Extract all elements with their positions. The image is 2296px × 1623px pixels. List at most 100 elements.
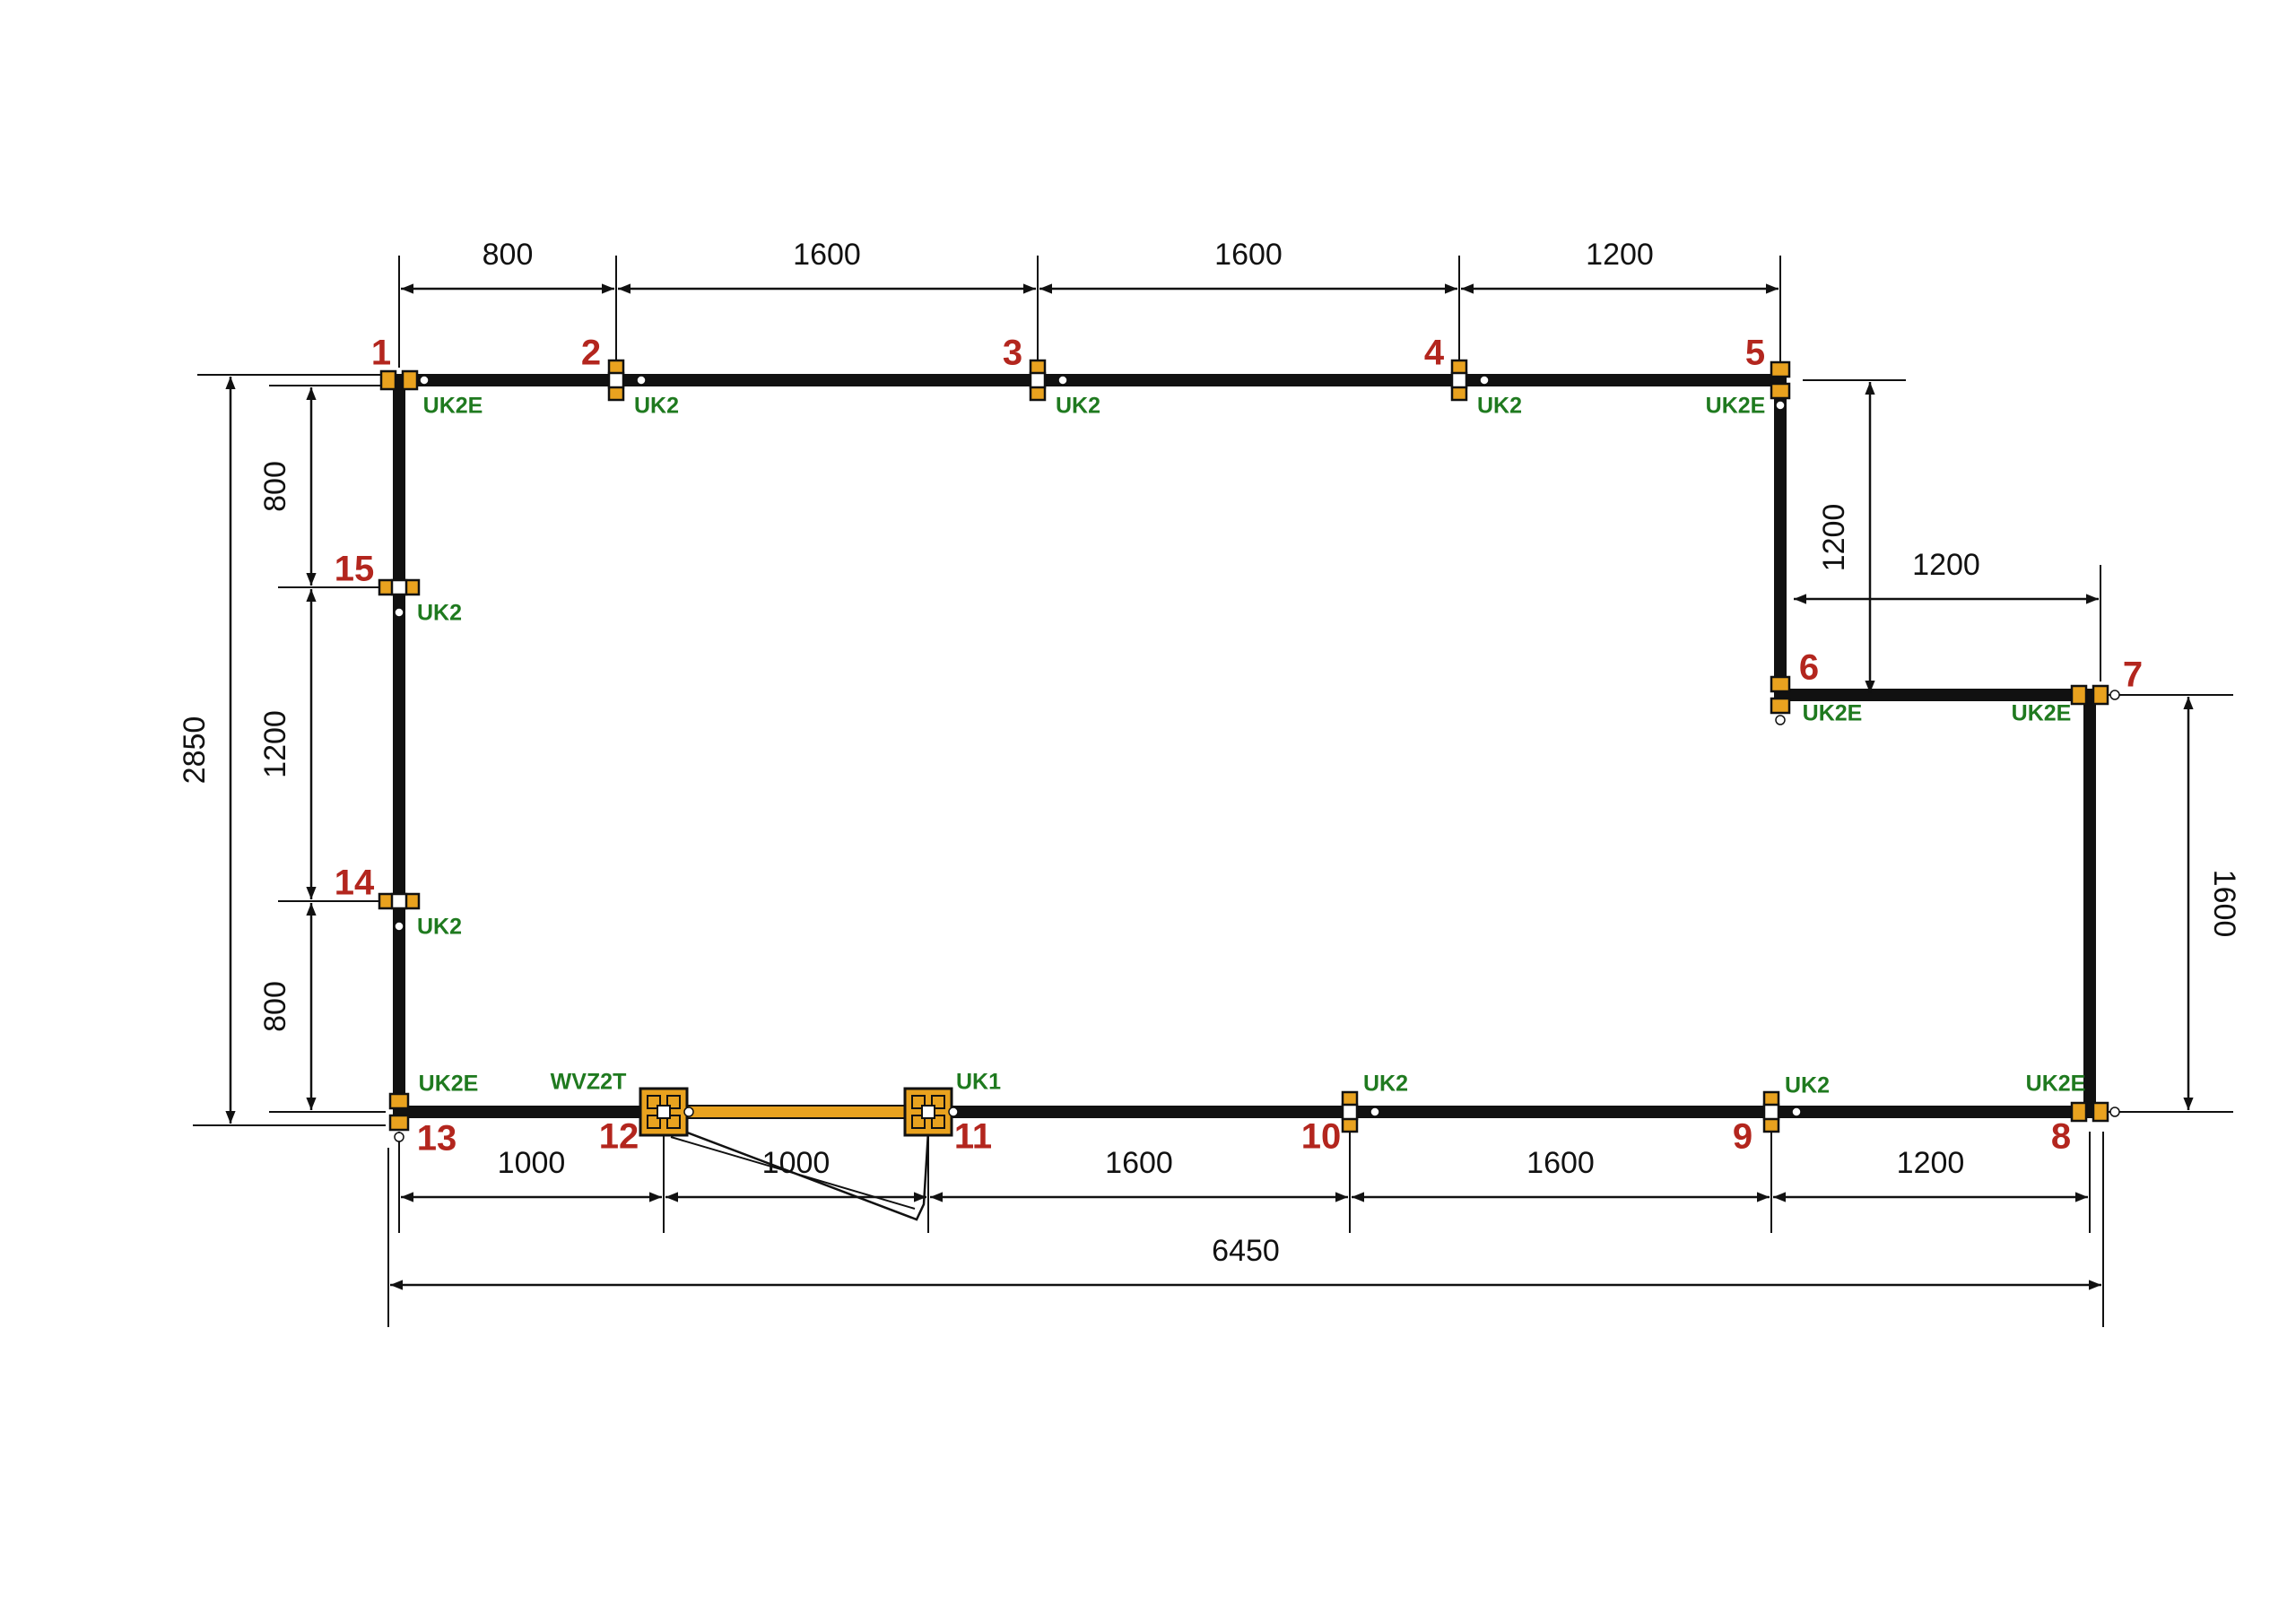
connector-node-5 xyxy=(1770,360,1791,411)
node-number: 8 xyxy=(2051,1117,2071,1157)
connector-pad xyxy=(1770,382,1791,400)
connector-node-10 xyxy=(1341,1090,1380,1133)
dimension-label: 1200 xyxy=(1586,238,1654,272)
fixing-dot xyxy=(948,1107,959,1117)
fixing-dot xyxy=(1775,715,1786,725)
dimension-label: 6450 xyxy=(1212,1234,1280,1268)
connector-node-8 xyxy=(2070,1101,2120,1123)
fixing-dot xyxy=(394,607,404,618)
connector-type-label: UK2 xyxy=(1477,394,1522,419)
connector-core xyxy=(921,1105,935,1119)
connector-core xyxy=(1029,371,1047,389)
node-number: 9 xyxy=(1733,1117,1752,1157)
node-number: 1 xyxy=(371,334,391,373)
connector-type-label: UK2 xyxy=(417,601,462,626)
connector-pad xyxy=(1770,697,1791,715)
fixing-dot xyxy=(394,921,404,932)
connector-pad xyxy=(388,1114,410,1132)
fixing-dot xyxy=(419,375,430,386)
connector-core xyxy=(607,371,625,389)
dimension-label: 1600 xyxy=(1214,238,1283,272)
connector-type-label: WVZ2T xyxy=(551,1070,627,1095)
connector-node-4 xyxy=(1450,359,1490,402)
connector-node-3 xyxy=(1029,359,1068,402)
fixing-dot xyxy=(2109,1107,2120,1117)
connector-node-7 xyxy=(2070,684,2120,706)
connector-type-label: UK2 xyxy=(634,394,679,419)
connector-node-14 xyxy=(378,892,421,932)
node-number: 10 xyxy=(1301,1117,1342,1157)
connector-node-9 xyxy=(1762,1090,1802,1133)
connector-type-label: UK1 xyxy=(956,1070,1001,1095)
node-number: 2 xyxy=(581,334,601,373)
dimension-label: 800 xyxy=(258,461,292,512)
connector-pad xyxy=(379,369,397,391)
connector-node-15 xyxy=(378,578,421,618)
dimension-label: 800 xyxy=(258,981,292,1032)
connector-core xyxy=(390,892,408,910)
connector-pad xyxy=(1770,360,1791,378)
dimension-label: 800 xyxy=(483,238,534,272)
connector-type-label: UK2E xyxy=(423,394,483,419)
connector-node-6 xyxy=(1770,675,1791,725)
connector-node-2 xyxy=(607,359,647,402)
dimension-label: 1000 xyxy=(498,1146,566,1180)
node-number: 11 xyxy=(954,1117,992,1157)
dimension-label: 1200 xyxy=(1817,504,1851,572)
dimension-label: 1600 xyxy=(793,238,861,272)
connector-core xyxy=(390,578,408,596)
connector-pad xyxy=(2092,684,2109,706)
node-number: 4 xyxy=(1424,334,1445,373)
connector-type-label: UK2E xyxy=(1803,701,1863,726)
connector-pad xyxy=(388,1092,410,1110)
node-number: 12 xyxy=(599,1117,639,1157)
fixing-dot xyxy=(1775,400,1786,411)
connector-type-label: UK2E xyxy=(1706,394,1766,419)
fixing-dot xyxy=(1791,1107,1802,1117)
extension-lines xyxy=(193,256,2233,1327)
fixing-dot xyxy=(1370,1107,1380,1117)
dimension-label: 1000 xyxy=(762,1146,831,1180)
connector-type-label: UK2 xyxy=(417,915,462,940)
node-number: 14 xyxy=(335,864,375,903)
connector-core xyxy=(1450,371,1468,389)
fixing-dot xyxy=(636,375,647,386)
dimension-label: 1600 xyxy=(2207,870,2241,938)
dimension-label: 1200 xyxy=(1897,1146,1965,1180)
connector-pad xyxy=(1770,675,1791,693)
connector-node-11 xyxy=(903,1087,959,1137)
node-number: 6 xyxy=(1799,648,1819,688)
connectors xyxy=(378,359,2120,1142)
dimension-label: 2850 xyxy=(178,716,212,785)
dimension-label: 1200 xyxy=(1912,548,1980,582)
connector-type-label: UK2 xyxy=(1056,394,1100,419)
connector-node-13 xyxy=(388,1092,410,1142)
dimension-label: 1600 xyxy=(1526,1146,1595,1180)
connector-node-1 xyxy=(379,369,430,391)
connector-pad xyxy=(2092,1101,2109,1123)
node-number: 15 xyxy=(335,550,375,589)
node-number: 5 xyxy=(1745,334,1765,373)
fixing-dot xyxy=(683,1107,694,1117)
fixing-dot xyxy=(2109,690,2120,700)
connector-pad xyxy=(2070,684,2088,706)
connector-type-label: UK2E xyxy=(2012,701,2072,726)
connector-type-label: UK2E xyxy=(2026,1072,2086,1097)
connector-pad xyxy=(401,369,419,391)
connector-type-label: UK2 xyxy=(1363,1072,1408,1097)
node-number: 7 xyxy=(2123,655,2143,695)
door-panel xyxy=(663,1105,929,1119)
fixing-dot xyxy=(394,1132,404,1142)
fixing-dot xyxy=(1479,375,1490,386)
dimension-lines xyxy=(225,283,2194,1290)
connector-core xyxy=(1341,1103,1359,1121)
dimension-label: 1600 xyxy=(1105,1146,1173,1180)
fixing-dot xyxy=(1057,375,1068,386)
connector-type-label: UK2E xyxy=(419,1072,479,1097)
connector-core xyxy=(657,1105,671,1119)
connector-type-label: UK2 xyxy=(1785,1073,1830,1098)
connector-node-12 xyxy=(639,1087,694,1137)
connector-core xyxy=(1762,1103,1780,1121)
